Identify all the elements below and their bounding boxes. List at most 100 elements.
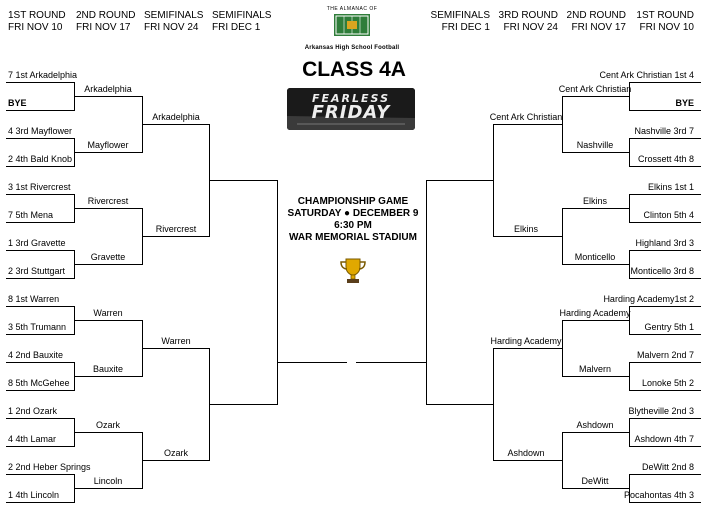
right-round1-team: Monticello 3rd 8 xyxy=(630,266,694,276)
header-date-label: FRI NOV 17 xyxy=(571,22,626,33)
left-round2-team: Ozark xyxy=(95,420,121,430)
bracket-line xyxy=(74,432,143,433)
bracket-line xyxy=(562,432,630,433)
bracket-line xyxy=(6,474,75,475)
left-round1-team: 7 5th Mena xyxy=(8,210,54,220)
left-round1-header: 1ST ROUND FRI NOV 10 xyxy=(8,10,66,34)
bracket-line xyxy=(426,180,427,405)
bracket-line xyxy=(6,82,75,83)
left-round2-team: Gravette xyxy=(90,252,126,262)
bracket-line xyxy=(562,320,630,321)
bracket-line xyxy=(629,334,701,335)
left-quarter-team: Warren xyxy=(161,336,191,346)
right-round1-team: Cent Ark Christian 1st 4 xyxy=(599,70,694,80)
bracket-line xyxy=(629,250,701,251)
left-round1-team: 3 1st Rivercrest xyxy=(8,182,71,192)
bracket-line xyxy=(562,264,630,265)
right-round2-team: Elkins xyxy=(582,196,608,206)
bracket-line xyxy=(493,348,563,349)
field-logo-icon xyxy=(334,14,370,36)
bracket-line xyxy=(629,110,701,111)
right-round1-team: Highland 3rd 3 xyxy=(635,238,694,248)
left-round1-team: 2 3rd Stuttgart xyxy=(8,266,66,276)
bracket-line xyxy=(562,96,630,97)
right-round1-team: Crossett 4th 8 xyxy=(637,154,694,164)
right-round1-team: Blytheville 2nd 3 xyxy=(628,406,694,416)
right-round2-team: Malvern xyxy=(578,364,612,374)
bracket-line xyxy=(629,418,701,419)
left-round2-team: Bauxite xyxy=(92,364,124,374)
bracket-line xyxy=(629,474,701,475)
logo-line1: FEARLESS xyxy=(312,92,390,105)
bracket-line xyxy=(356,362,427,363)
right-quarter-team: Cent Ark Christian xyxy=(489,112,563,122)
header-round-label: 2ND ROUND xyxy=(566,10,626,21)
bracket-line xyxy=(74,96,143,97)
right-round2-team: Cent Ark Christian xyxy=(558,84,632,94)
bracket-line xyxy=(629,390,701,391)
championship-time: 6:30 PM xyxy=(334,220,372,231)
bracket-line xyxy=(6,306,75,307)
bracket-line xyxy=(209,180,278,181)
left-semifinal-header: SEMIFINALS FRI NOV 24 xyxy=(144,10,203,34)
left-round2-team: Lincoln xyxy=(93,476,123,486)
bracket-line xyxy=(6,110,75,111)
logo-backdrop-icon xyxy=(287,88,415,130)
right-round2-team: Ashdown xyxy=(576,420,614,430)
bracket-line xyxy=(629,278,701,279)
header-date-label: FRI NOV 10 xyxy=(639,22,694,33)
right-round1-team: Harding Academy1st 2 xyxy=(603,294,694,304)
right-round2-header: 2ND ROUND FRI NOV 17 xyxy=(567,10,626,34)
right-round1-team: Lonoke 5th 2 xyxy=(641,378,694,388)
header-date-label: FRI DEC 1 xyxy=(212,22,261,33)
left-round1-team: BYE xyxy=(8,98,27,108)
left-final-semifinal-header: SEMIFINALS FRI DEC 1 xyxy=(212,10,271,34)
bracket-line xyxy=(277,362,347,363)
header-date-label: FRI NOV 24 xyxy=(503,22,558,33)
championship-title: CHAMPIONSHIP GAME xyxy=(297,196,409,207)
bracket-line xyxy=(629,362,701,363)
header-round-label: 2ND ROUND xyxy=(76,10,136,21)
bracket-line xyxy=(6,194,75,195)
bracket-line xyxy=(277,180,278,405)
right-round1-team: Pocahontas 4th 3 xyxy=(623,490,694,500)
bracket-line xyxy=(142,460,210,461)
bracket-line xyxy=(629,502,701,503)
left-round1-team: 7 1st Arkadelphia xyxy=(8,70,78,80)
bracket-line xyxy=(6,362,75,363)
bracket-line xyxy=(629,166,701,167)
left-quarter-team: Arkadelphia xyxy=(152,112,200,122)
bracket-line xyxy=(6,502,75,503)
right-round1-team: Nashville 3rd 7 xyxy=(634,126,694,136)
bracket-line xyxy=(6,250,75,251)
left-round1-team: 8 1st Warren xyxy=(8,294,60,304)
left-round1-team: 4 2nd Bauxite xyxy=(8,350,64,360)
bracket-line xyxy=(6,166,75,167)
left-round1-team: 2 2nd Heber Springs xyxy=(8,462,91,472)
right-quarter-team: Harding Academy xyxy=(490,336,562,346)
right-round3-header: 3RD ROUND FRI NOV 24 xyxy=(499,10,558,34)
bracket-line xyxy=(142,236,210,237)
header-date-label: FRI DEC 1 xyxy=(441,22,490,33)
header-round-label: SEMIFINALS xyxy=(212,10,272,21)
right-round1-team: Clinton 5th 4 xyxy=(643,210,694,220)
bracket-line xyxy=(74,264,143,265)
left-round1-team: 2 4th Bald Knob xyxy=(8,154,73,164)
championship-info: CHAMPIONSHIP GAME SATURDAY ● DECEMBER 9 … xyxy=(278,196,428,244)
left-round1-team: 4 4th Lamar xyxy=(8,434,57,444)
logo-brand-bottom: Arkansas High School Football xyxy=(304,45,400,51)
left-round1-team: 3 5th Trumann xyxy=(8,322,67,332)
left-round1-team: 1 3rd Gravette xyxy=(8,238,66,248)
bracket-line xyxy=(74,320,143,321)
bracket-line xyxy=(426,404,494,405)
right-quarter-team: Ashdown xyxy=(507,448,545,458)
bracket-line xyxy=(629,306,701,307)
left-round2-team: Rivercrest xyxy=(87,196,129,206)
left-round2-team: Warren xyxy=(93,308,123,318)
bracket-line xyxy=(629,82,701,83)
right-round2-team: Harding Academy xyxy=(559,308,631,318)
bracket-line xyxy=(493,236,563,237)
left-round2-header: 2ND ROUND FRI NOV 17 xyxy=(76,10,135,34)
right-quarter-team: Elkins xyxy=(513,224,539,234)
bracket-line xyxy=(629,138,701,139)
